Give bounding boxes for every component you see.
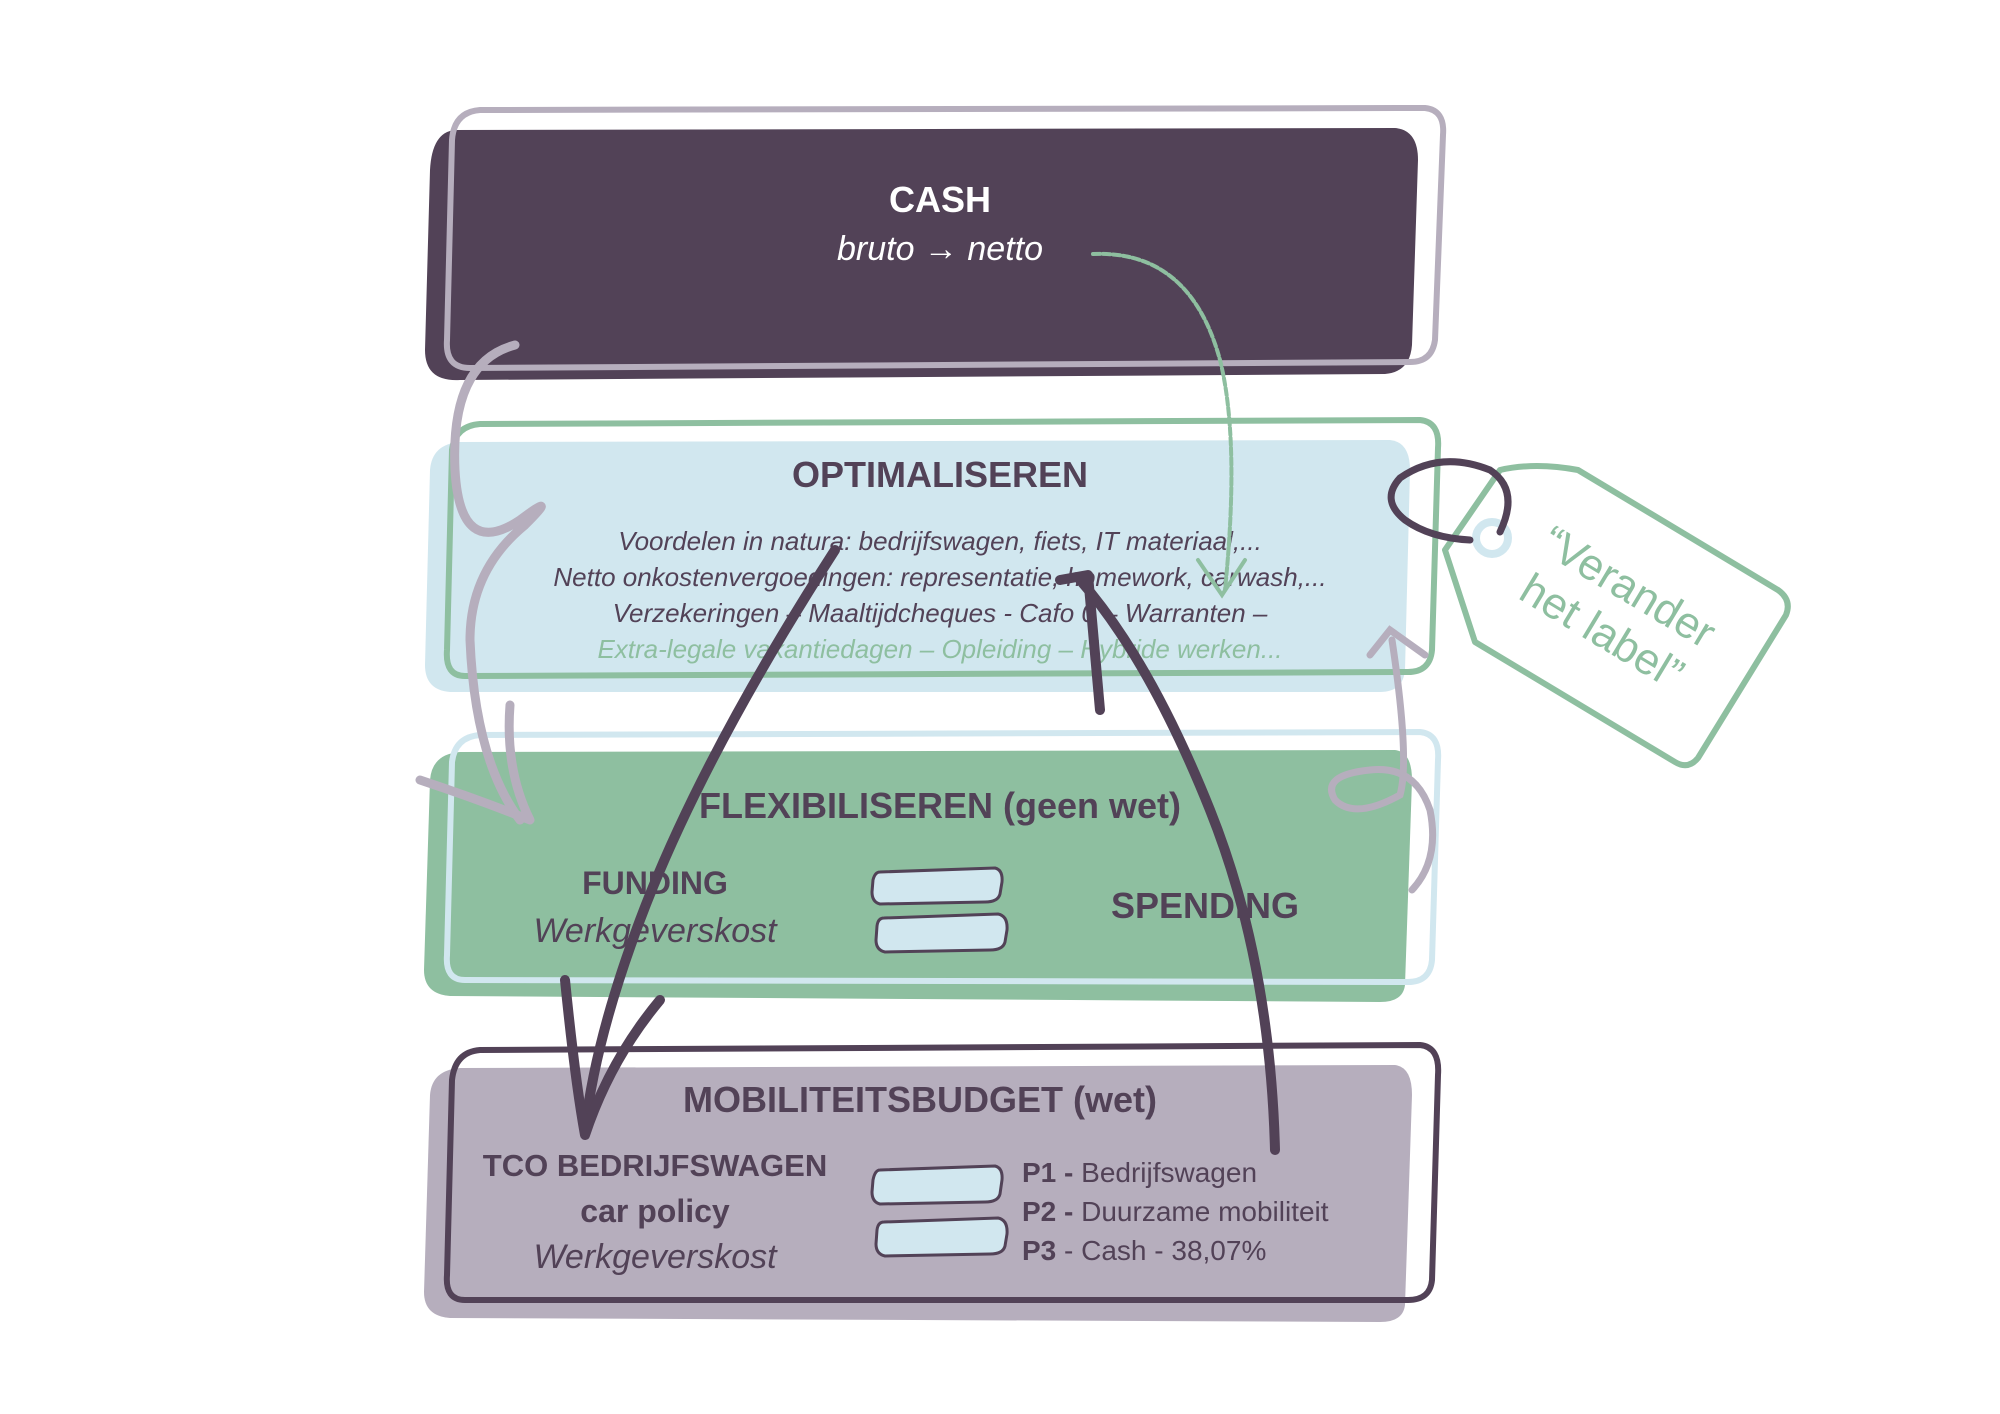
tag-string [1387, 458, 1512, 544]
pillar-p3-text: - Cash - 38,07% [1056, 1235, 1266, 1266]
cash-layer: CASH bruto → netto [425, 104, 1447, 381]
pillar-p1-code: P1 - [1022, 1157, 1073, 1188]
optimaliseren-line-2: Netto onkostenvergoedingen: representati… [553, 562, 1326, 592]
mobiliteitsbudget-title: MOBILITEITSBUDGET (wet) [683, 1079, 1157, 1120]
mobiliteitsbudget-box-outline [443, 1041, 1442, 1303]
arrow-netto-to-optimaliseren [1091, 251, 1247, 599]
arrow-mobility-to-optim [1055, 570, 1280, 1155]
optimaliseren-layer: OPTIMALISEREN Voordelen in natura: bedri… [425, 416, 1442, 692]
pillar-p2: P2 - Duurzame mobiliteit [1022, 1196, 1329, 1227]
optimaliseren-line-3: Verzekeringen – Maaltijdcheques - Cafo 0… [613, 598, 1268, 628]
label-tag: “Verander het label” [1387, 458, 1791, 769]
funding-subtitle: Werkgeverskost [533, 912, 778, 950]
optimaliseren-highlight-line: Extra-legale vakantiedagen – Opleiding –… [597, 634, 1282, 664]
cash-subtitle: bruto → netto [837, 230, 1043, 268]
cash-title: CASH [889, 179, 991, 220]
flexibiliseren-layer: FLEXIBILISEREN (geen wet) FUNDING Werkge… [424, 728, 1442, 1002]
pillar-p3: P3 - Cash - 38,07% [1022, 1235, 1266, 1266]
spending-label: SPENDING [1111, 885, 1299, 926]
pillar-p3-code: P3 [1022, 1235, 1056, 1266]
flexibiliseren-box-outline [443, 728, 1442, 986]
flexibiliseren-title: FLEXIBILISEREN (geen wet) [699, 785, 1181, 826]
optimaliseren-box-fill [425, 440, 1410, 692]
pillar-p2-text: Duurzame mobiliteit [1073, 1196, 1328, 1227]
pillar-p2-code: P2 - [1022, 1196, 1073, 1227]
equals-sign-mobility [870, 1164, 1009, 1258]
equals-sign-flex [870, 866, 1009, 954]
tag-outline [1442, 463, 1791, 769]
mobiliteitsbudget-layer: MOBILITEITSBUDGET (wet) TCO BEDRIJFSWAGE… [424, 1041, 1442, 1322]
tco-label: TCO BEDRIJFSWAGEN [483, 1148, 827, 1183]
arrow-cash-to-flex [415, 340, 546, 825]
arrow-optim-to-mobility [560, 545, 840, 1140]
arrow-spending-loop [1328, 625, 1437, 894]
optimaliseren-title: OPTIMALISEREN [792, 454, 1088, 495]
pillar-p1-text: Bedrijfswagen [1073, 1157, 1257, 1188]
pillar-p1: P1 - Bedrijfswagen [1022, 1157, 1257, 1188]
optimaliseren-line-1: Voordelen in natura: bedrijfswagen, fiet… [618, 526, 1262, 556]
cash-box-outline [443, 104, 1447, 372]
car-policy-label: car policy [580, 1193, 730, 1229]
cash-box-fill [425, 128, 1418, 381]
mobility-werkgeverskost: Werkgeverskost [533, 1238, 778, 1276]
